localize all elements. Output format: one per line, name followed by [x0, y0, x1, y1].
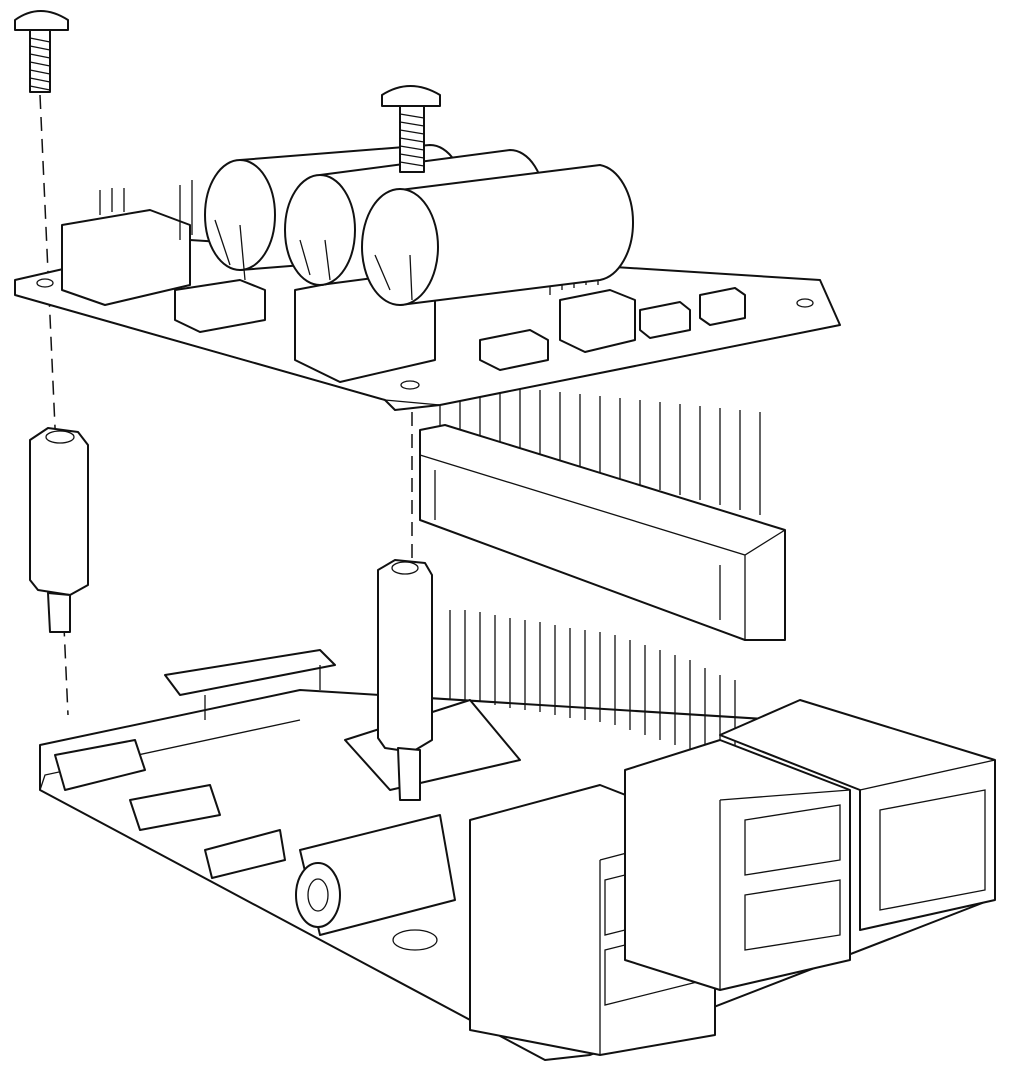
base-gpio-pins	[449, 610, 736, 765]
capacitor	[361, 164, 634, 306]
screw-left	[14, 10, 69, 93]
standoff-center	[377, 559, 433, 801]
standoff-left	[29, 427, 89, 633]
hat-board	[14, 144, 841, 411]
screw-center	[381, 85, 441, 173]
base-board	[39, 610, 996, 1061]
gpio-header-connector	[419, 380, 786, 641]
